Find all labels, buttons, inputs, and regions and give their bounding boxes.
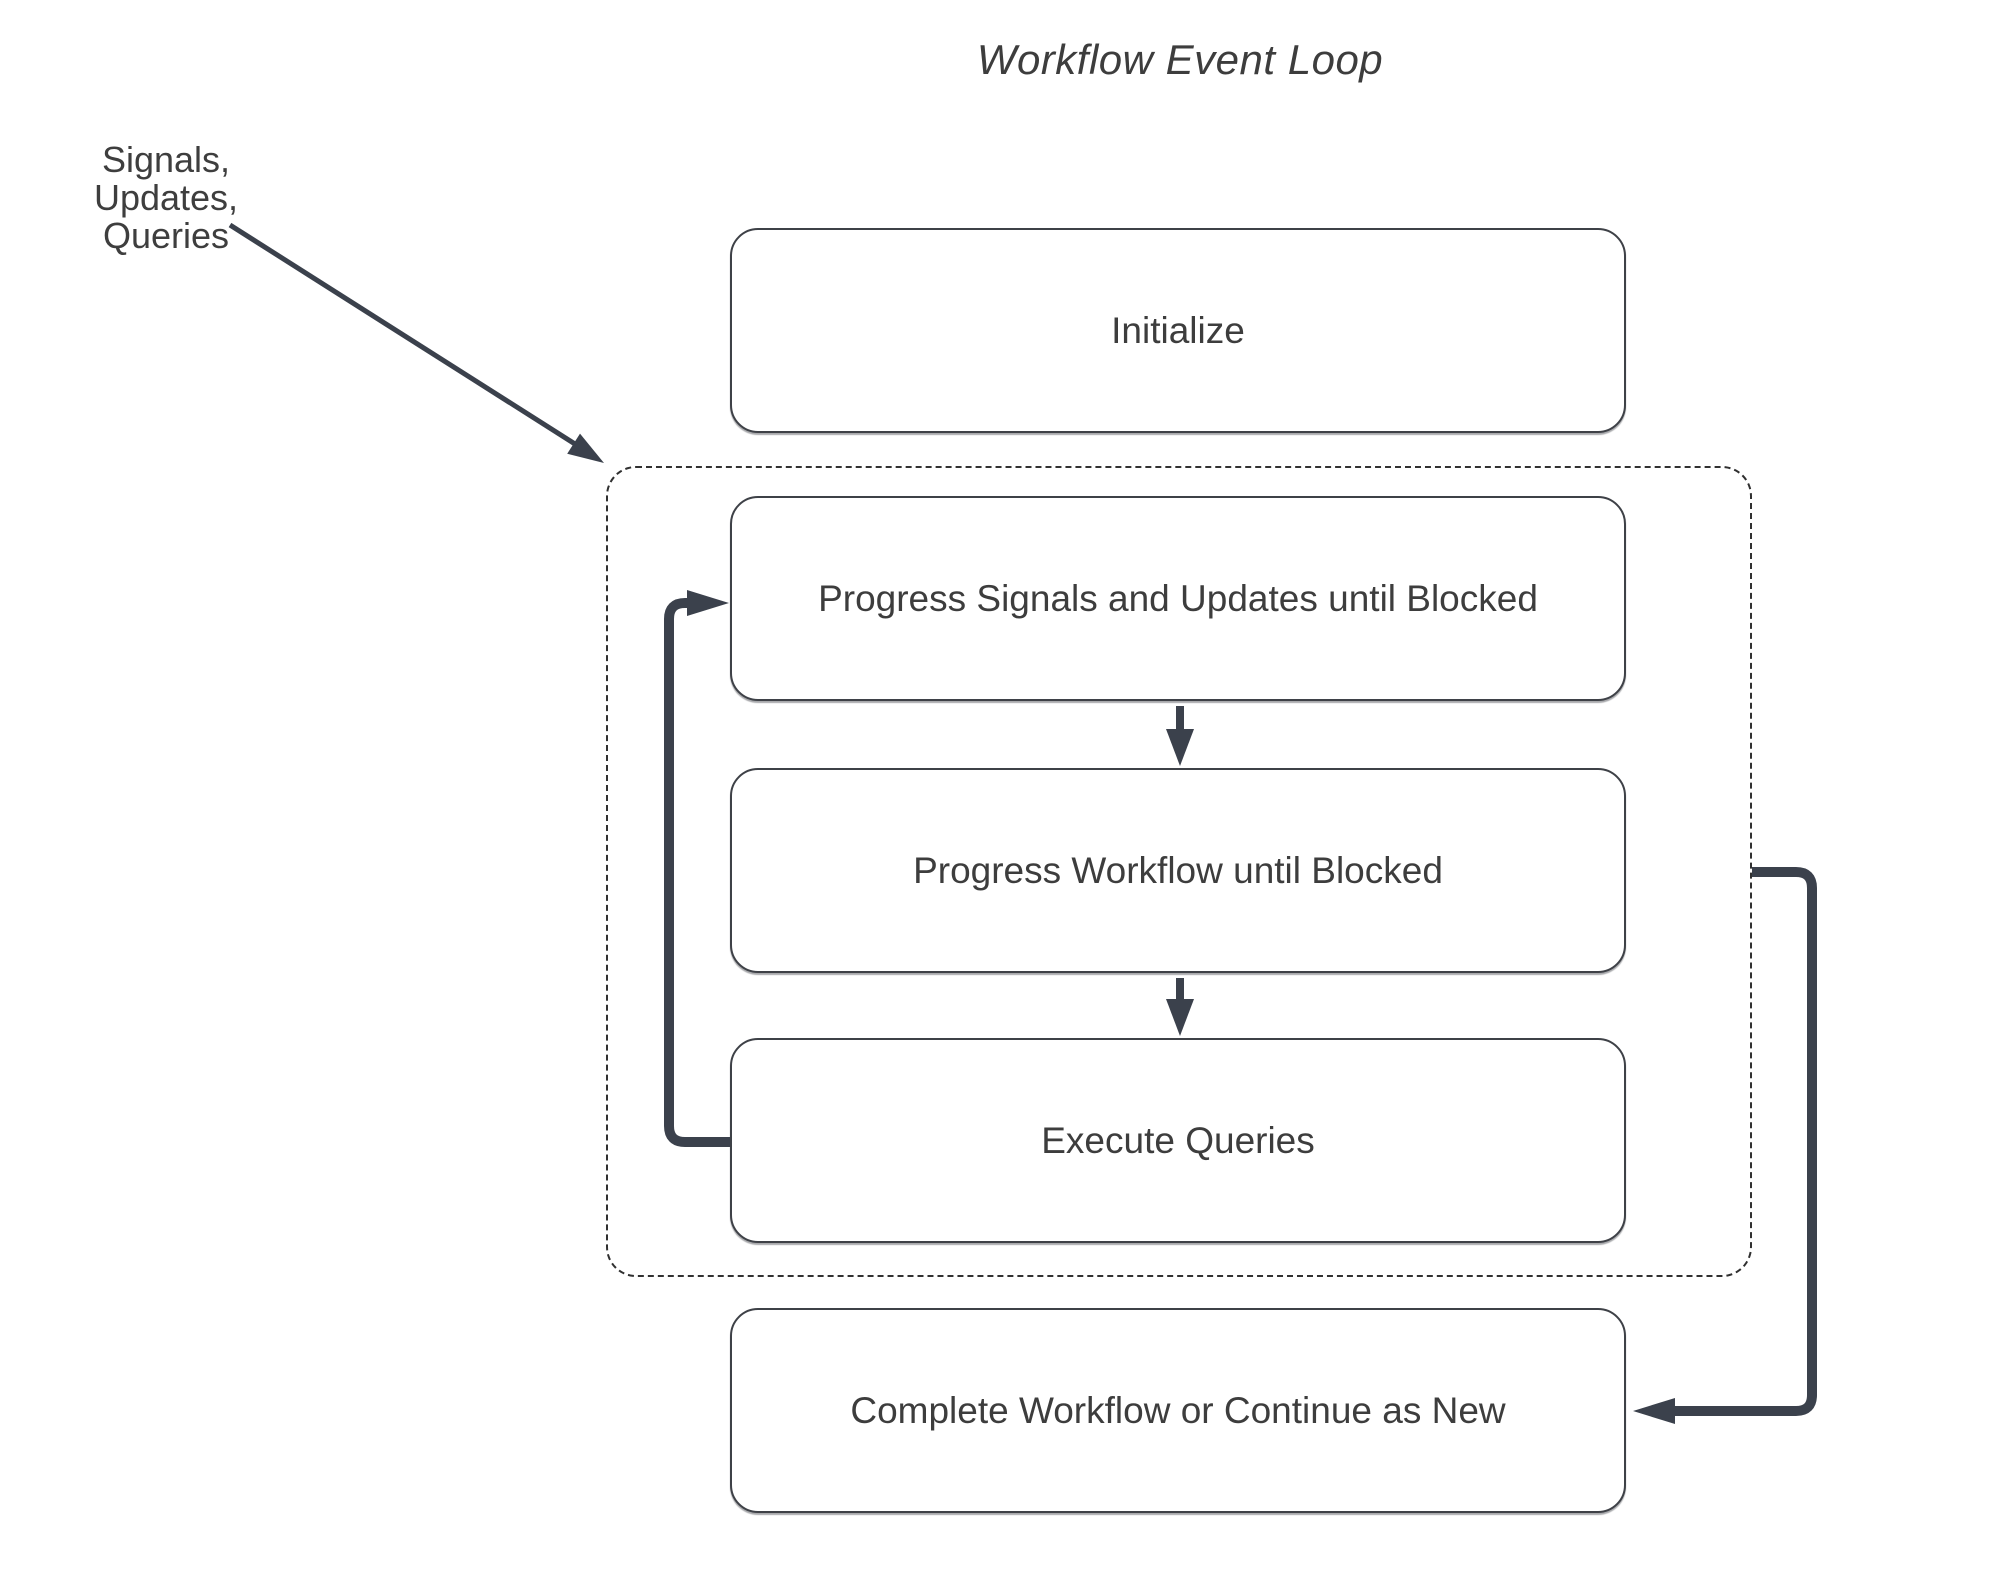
node-progress-signals: Progress Signals and Updates until Block…	[730, 496, 1626, 701]
node-initialize-label: Initialize	[1111, 309, 1245, 351]
node-execute-queries-label: Execute Queries	[1041, 1119, 1315, 1161]
node-progress-workflow: Progress Workflow until Blocked	[730, 768, 1626, 973]
external-events-label-line2: Queries	[102, 215, 230, 256]
node-execute-queries: Execute Queries	[730, 1038, 1626, 1243]
node-progress-signals-label: Progress Signals and Updates until Block…	[818, 577, 1538, 619]
node-initialize: Initialize	[730, 228, 1626, 433]
node-progress-workflow-label: Progress Workflow until Blocked	[913, 849, 1443, 891]
external-events-label-line1: Signals, Updates,	[93, 139, 239, 218]
diagram-title: Workflow Event Loop	[976, 36, 1384, 83]
node-complete-label: Complete Workflow or Continue as New	[850, 1389, 1506, 1431]
node-complete: Complete Workflow or Continue as New	[730, 1308, 1626, 1513]
arrow-signals-to-loop	[228, 222, 604, 463]
external-events-label: Signals, Updates, Queries	[30, 141, 302, 255]
